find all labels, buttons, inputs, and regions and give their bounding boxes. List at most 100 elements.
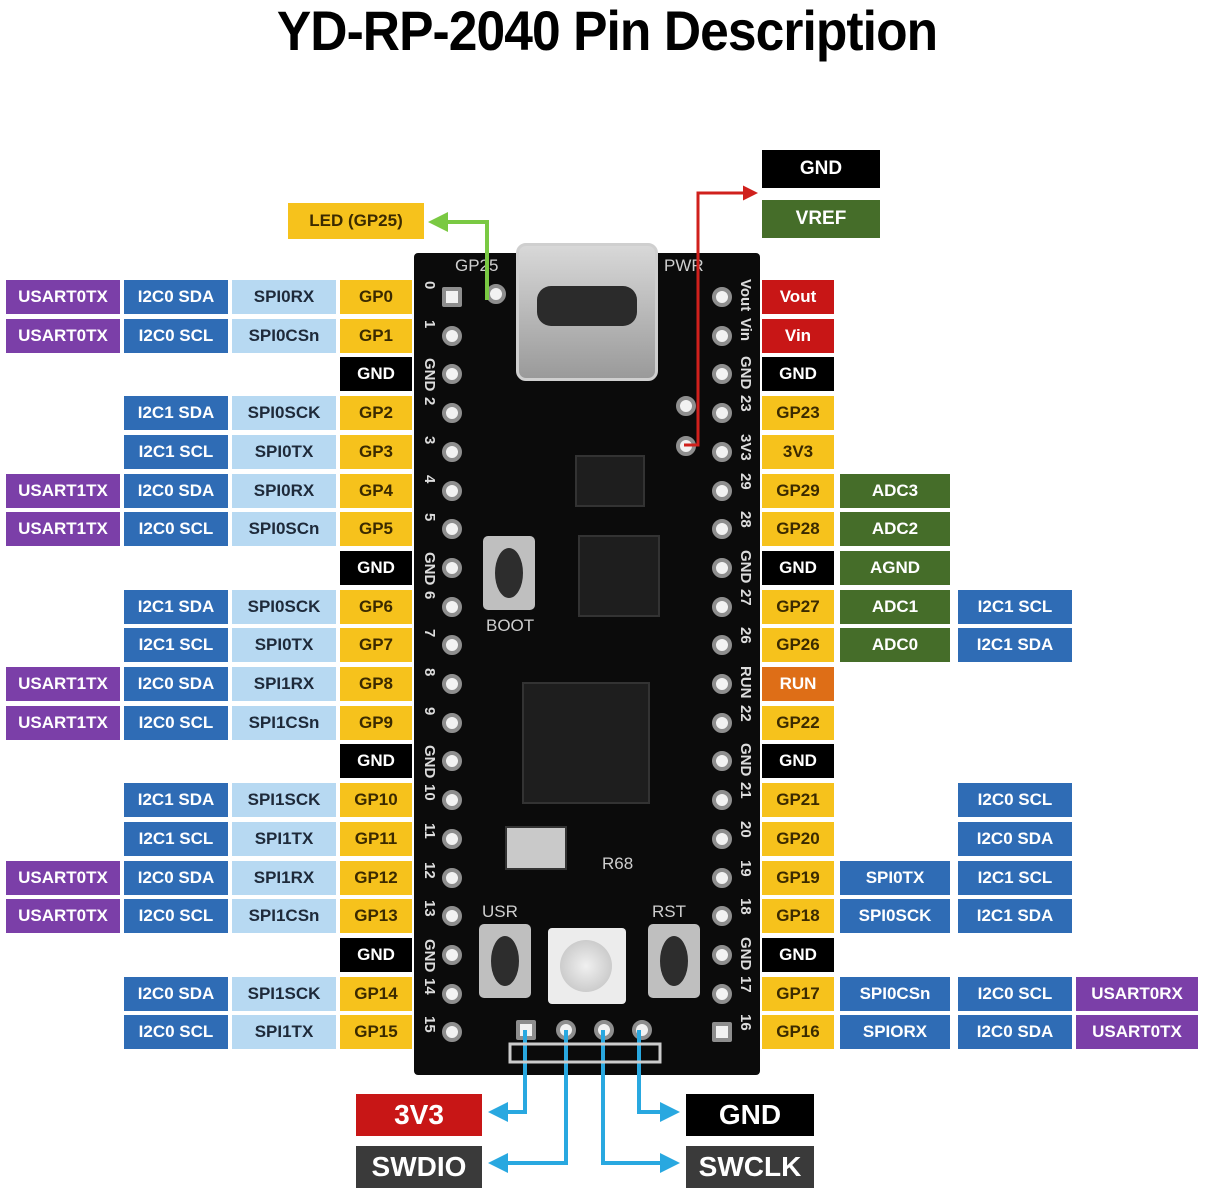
right-label-spi0tx: SPI0TX	[840, 860, 950, 895]
led-gp25-label: LED (GP25)	[288, 203, 424, 239]
left-label-gnd: GND	[340, 550, 412, 585]
left-label-spi1rx: SPI1RX	[232, 667, 336, 701]
left-label-i2c0-sda: I2C0 SDA	[124, 280, 228, 314]
right-label-agnd: AGND	[840, 550, 950, 585]
left-label-spi1tx: SPI1TX	[232, 1015, 336, 1050]
left-header-pin	[442, 287, 462, 307]
left-label-i2c0-scl: I2C0 SCL	[124, 899, 228, 934]
swd-gnd-arrow	[637, 1030, 680, 1122]
left-label-i2c0-sda: I2C0 SDA	[124, 667, 228, 701]
left-label-gnd: GND	[340, 744, 412, 779]
usr-button[interactable]	[479, 924, 531, 998]
right-label-run: RUN	[762, 667, 834, 701]
right-label-gp22: GP22	[762, 705, 834, 740]
right-label-gp28: GP28	[762, 512, 834, 547]
left-label-i2c0-sda: I2C0 SDA	[124, 473, 228, 508]
left-label-spi1csn: SPI1CSn	[232, 705, 336, 740]
right-header-pin	[712, 674, 732, 694]
right-header-pin	[712, 596, 732, 617]
rgb-led	[548, 928, 626, 1004]
left-label-gnd: GND	[340, 357, 412, 392]
left-label-usart1tx: USART1TX	[6, 667, 120, 701]
right-label-spiorx: SPIORX	[840, 1015, 950, 1050]
right-label-spi0csn: SPI0CSn	[840, 976, 950, 1011]
left-header-pin	[442, 635, 462, 656]
boot-button[interactable]	[483, 536, 535, 610]
page-title: YD-RP-2040 Pin Description	[276, 0, 938, 62]
right-header-pin	[712, 790, 732, 811]
usb-c-connector	[516, 243, 658, 381]
left-label-gp14: GP14	[340, 976, 412, 1011]
right-label-gp19: GP19	[762, 860, 834, 895]
right-label-i2c1-sda: I2C1 SDA	[958, 628, 1072, 663]
left-label-gp3: GP3	[340, 434, 412, 469]
right-label-adc0: ADC0	[840, 628, 950, 663]
right-header-pin	[712, 1022, 732, 1043]
silk-pwr: PWR	[664, 256, 704, 275]
swd-3v3-label: 3V3	[356, 1094, 482, 1136]
left-label-spi0sck: SPI0SCK	[232, 396, 336, 431]
left-header-pin	[442, 751, 462, 772]
swd-swdio-arrow	[488, 1030, 568, 1173]
left-label-spi0csn: SPI0CSn	[232, 318, 336, 353]
left-label-spi1csn: SPI1CSn	[232, 899, 336, 934]
left-label-gp12: GP12	[340, 860, 412, 895]
left-label-i2c0-scl: I2C0 SCL	[124, 1015, 228, 1050]
left-label-spi0tx: SPI0TX	[232, 434, 336, 469]
right-label-i2c0-scl: I2C0 SCL	[958, 783, 1072, 818]
left-header-pin	[442, 557, 462, 578]
left-header-pin	[442, 403, 462, 424]
top-gnd-label: GND	[762, 150, 880, 188]
left-label-i2c1-scl: I2C1 SCL	[124, 434, 228, 469]
left-label-gp1: GP1	[340, 318, 412, 353]
swd-3v3-arrow	[488, 1030, 527, 1122]
right-label-i2c0-sda: I2C0 SDA	[958, 821, 1072, 856]
left-header-pin	[442, 712, 462, 733]
right-label-gp21: GP21	[762, 783, 834, 818]
left-label-gp13: GP13	[340, 899, 412, 934]
right-label-usart0tx: USART0TX	[1076, 1015, 1198, 1050]
left-label-usart1tx: USART1TX	[6, 473, 120, 508]
right-label-3v3: 3V3	[762, 434, 834, 469]
right-label-adc1: ADC1	[840, 589, 950, 624]
left-label-spi0rx: SPI0RX	[232, 280, 336, 314]
left-header-pin	[442, 325, 462, 346]
left-label-spi0rx: SPI0RX	[232, 473, 336, 508]
right-label-gp27: GP27	[762, 589, 834, 624]
right-label-i2c1-scl: I2C1 SCL	[958, 589, 1072, 624]
right-label-gp18: GP18	[762, 899, 834, 934]
left-label-i2c1-scl: I2C1 SCL	[124, 628, 228, 663]
silk-boot: BOOT	[486, 616, 535, 635]
led-arrow	[428, 212, 489, 300]
left-label-i2c1-sda: I2C1 SDA	[124, 783, 228, 818]
left-label-gp8: GP8	[340, 667, 412, 701]
rst-button[interactable]	[648, 924, 700, 998]
top-vref-label: VREF	[762, 200, 880, 238]
left-label-spi0scn: SPI0SCn	[232, 512, 336, 547]
left-label-spi1sck: SPI1SCK	[232, 783, 336, 818]
crystal	[505, 826, 567, 870]
left-header-pin	[442, 906, 462, 927]
left-label-gp11: GP11	[340, 821, 412, 856]
right-label-i2c0-scl: I2C0 SCL	[958, 976, 1072, 1011]
right-label-gnd: GND	[762, 357, 834, 392]
left-label-i2c1-sda: I2C1 SDA	[124, 396, 228, 431]
silk-rst: RST	[652, 902, 686, 921]
right-header-pin	[712, 403, 732, 424]
swd-swclk-arrow	[601, 1030, 680, 1173]
right-header-pin	[712, 635, 732, 656]
right-label-gp16: GP16	[762, 1015, 834, 1050]
right-header-pin	[712, 944, 732, 965]
left-header-pin	[442, 441, 462, 462]
left-header-pin	[442, 480, 462, 501]
left-header-pin	[442, 867, 462, 888]
right-label-gp29: GP29	[762, 473, 834, 508]
left-header-pin	[442, 1022, 462, 1043]
right-label-gp23: GP23	[762, 396, 834, 431]
right-label-gp20: GP20	[762, 821, 834, 856]
left-label-spi0sck: SPI0SCK	[232, 589, 336, 624]
right-header-pin	[712, 712, 732, 733]
left-label-gp2: GP2	[340, 396, 412, 431]
mcu-chip	[522, 682, 650, 804]
